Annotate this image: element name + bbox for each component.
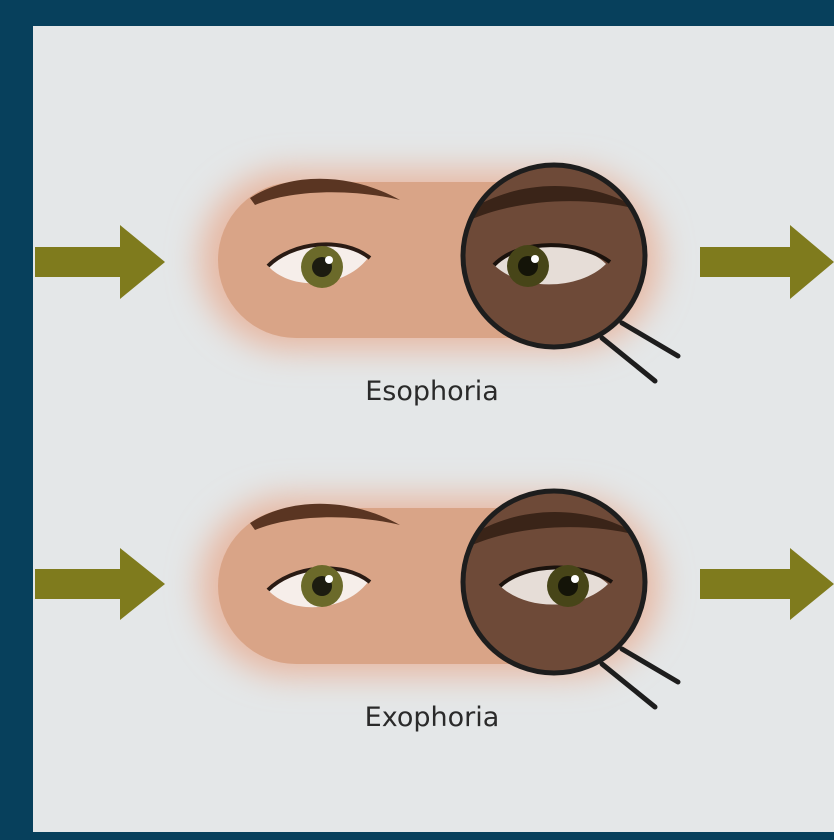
esophoria-label: Esophoria: [365, 376, 499, 407]
exophoria-label: Exophoria: [365, 702, 500, 733]
arrow-right-icon: [700, 225, 834, 299]
arrow-right-icon: [35, 225, 165, 299]
arrow-right-icon: [700, 548, 834, 620]
exophoria-illustration: Exophoria: [35, 491, 834, 733]
arrow-right-icon: [35, 548, 165, 620]
esophoria-illustration: Esophoria: [35, 165, 834, 407]
